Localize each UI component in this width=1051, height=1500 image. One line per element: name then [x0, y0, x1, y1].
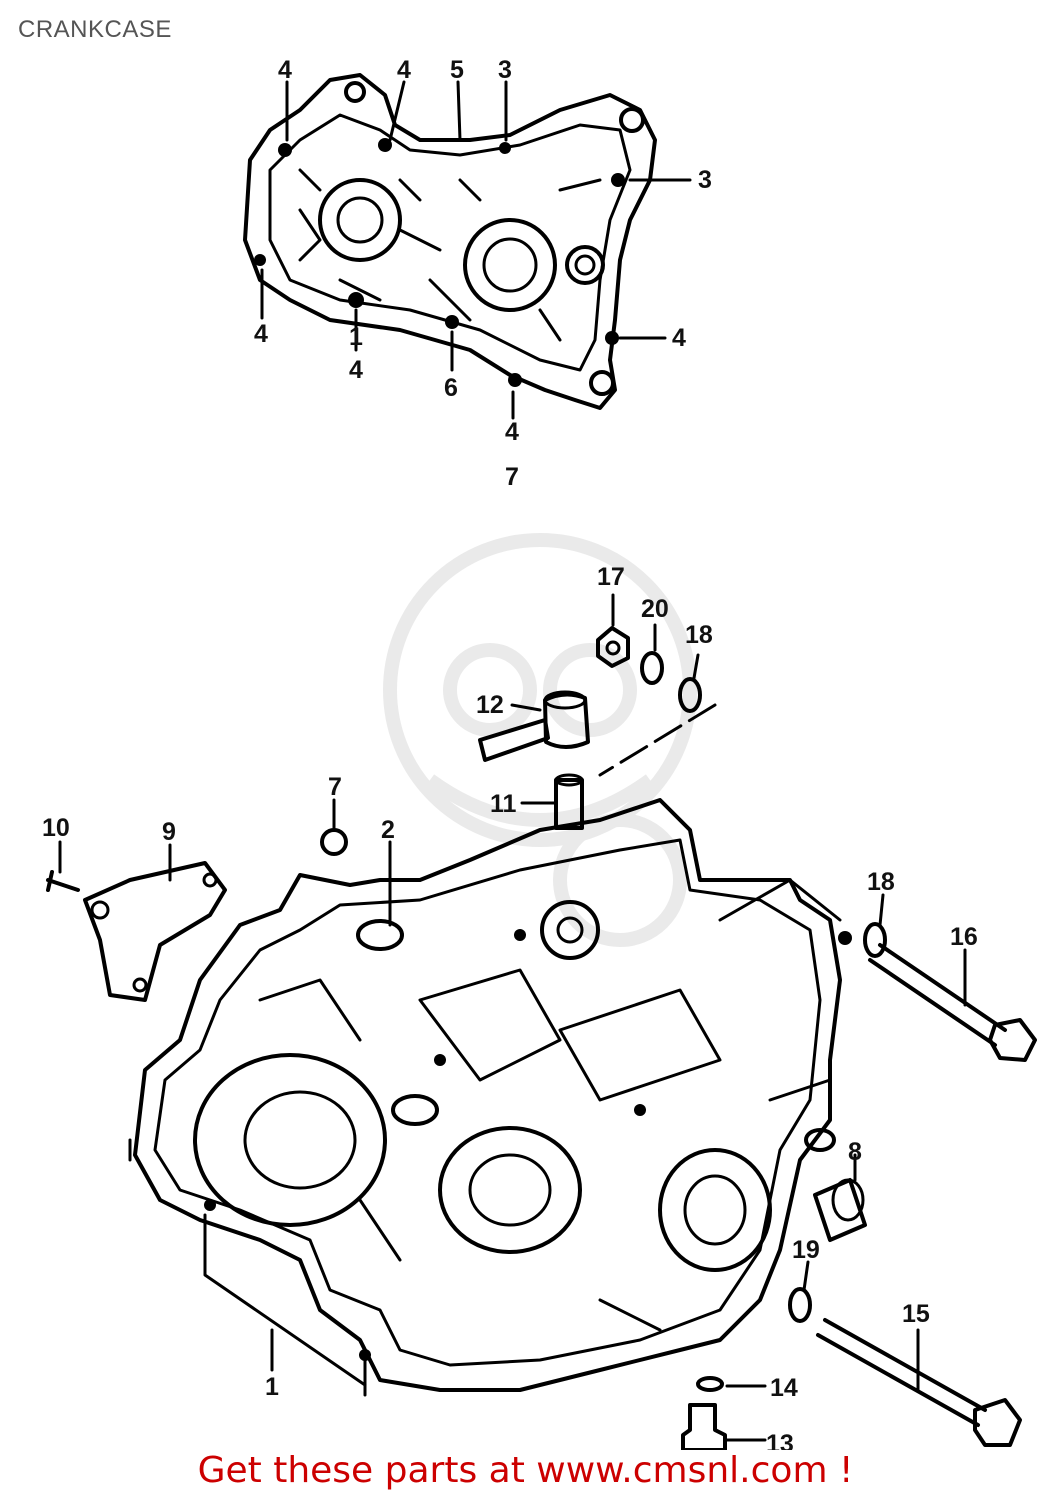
callout-2: 2: [381, 816, 395, 844]
callout-19: 19: [792, 1236, 820, 1264]
crankcase-half-upper: [243, 73, 692, 420]
callout-18: 18: [685, 621, 713, 649]
callout-4: 4: [397, 56, 411, 84]
callout-18: 18: [867, 868, 895, 896]
callout-5: 5: [450, 56, 464, 84]
callout-16: 16: [950, 923, 978, 951]
callout-13: 13: [766, 1430, 794, 1450]
callout-4: 4: [505, 418, 519, 446]
callout-labels: 4 4 5 3 3 4 1 4 6 4 4 7 17 20 18 12 7 11…: [42, 56, 978, 1450]
small-parts-group: [46, 593, 717, 1002]
callout-10: 10: [42, 814, 70, 842]
callout-1: 1: [265, 1373, 279, 1401]
callout-12: 12: [476, 691, 504, 719]
callout-4: 4: [254, 320, 268, 348]
callout-20: 20: [641, 595, 669, 623]
crankcase-exploded-diagram: 4 4 5 3 3 4 1 4 6 4 4 7 17 20 18 12 7 11…: [42, 56, 1037, 1450]
callout-4: 4: [349, 356, 363, 384]
footer-link-text[interactable]: Get these parts at www.cmsnl.com !: [197, 1450, 854, 1491]
callout-15: 15: [902, 1300, 930, 1328]
callout-4: 4: [278, 56, 292, 84]
callout-14: 14: [770, 1374, 798, 1402]
callout-3: 3: [498, 56, 512, 84]
callout-6: 6: [444, 374, 458, 402]
callout-3: 3: [698, 166, 712, 194]
callout-8: 8: [848, 1138, 862, 1166]
callout-1: 1: [349, 323, 363, 351]
callout-7: 7: [328, 773, 342, 801]
callout-17: 17: [597, 563, 625, 591]
watermark-logo: [383, 533, 697, 947]
callout-4: 4: [672, 324, 686, 352]
callout-7: 7: [505, 463, 519, 491]
diagram-title: CRANKCASE: [18, 16, 172, 43]
callout-9: 9: [162, 818, 176, 846]
crankcase-half-lower: [128, 798, 1037, 1450]
callout-11: 11: [490, 790, 517, 818]
